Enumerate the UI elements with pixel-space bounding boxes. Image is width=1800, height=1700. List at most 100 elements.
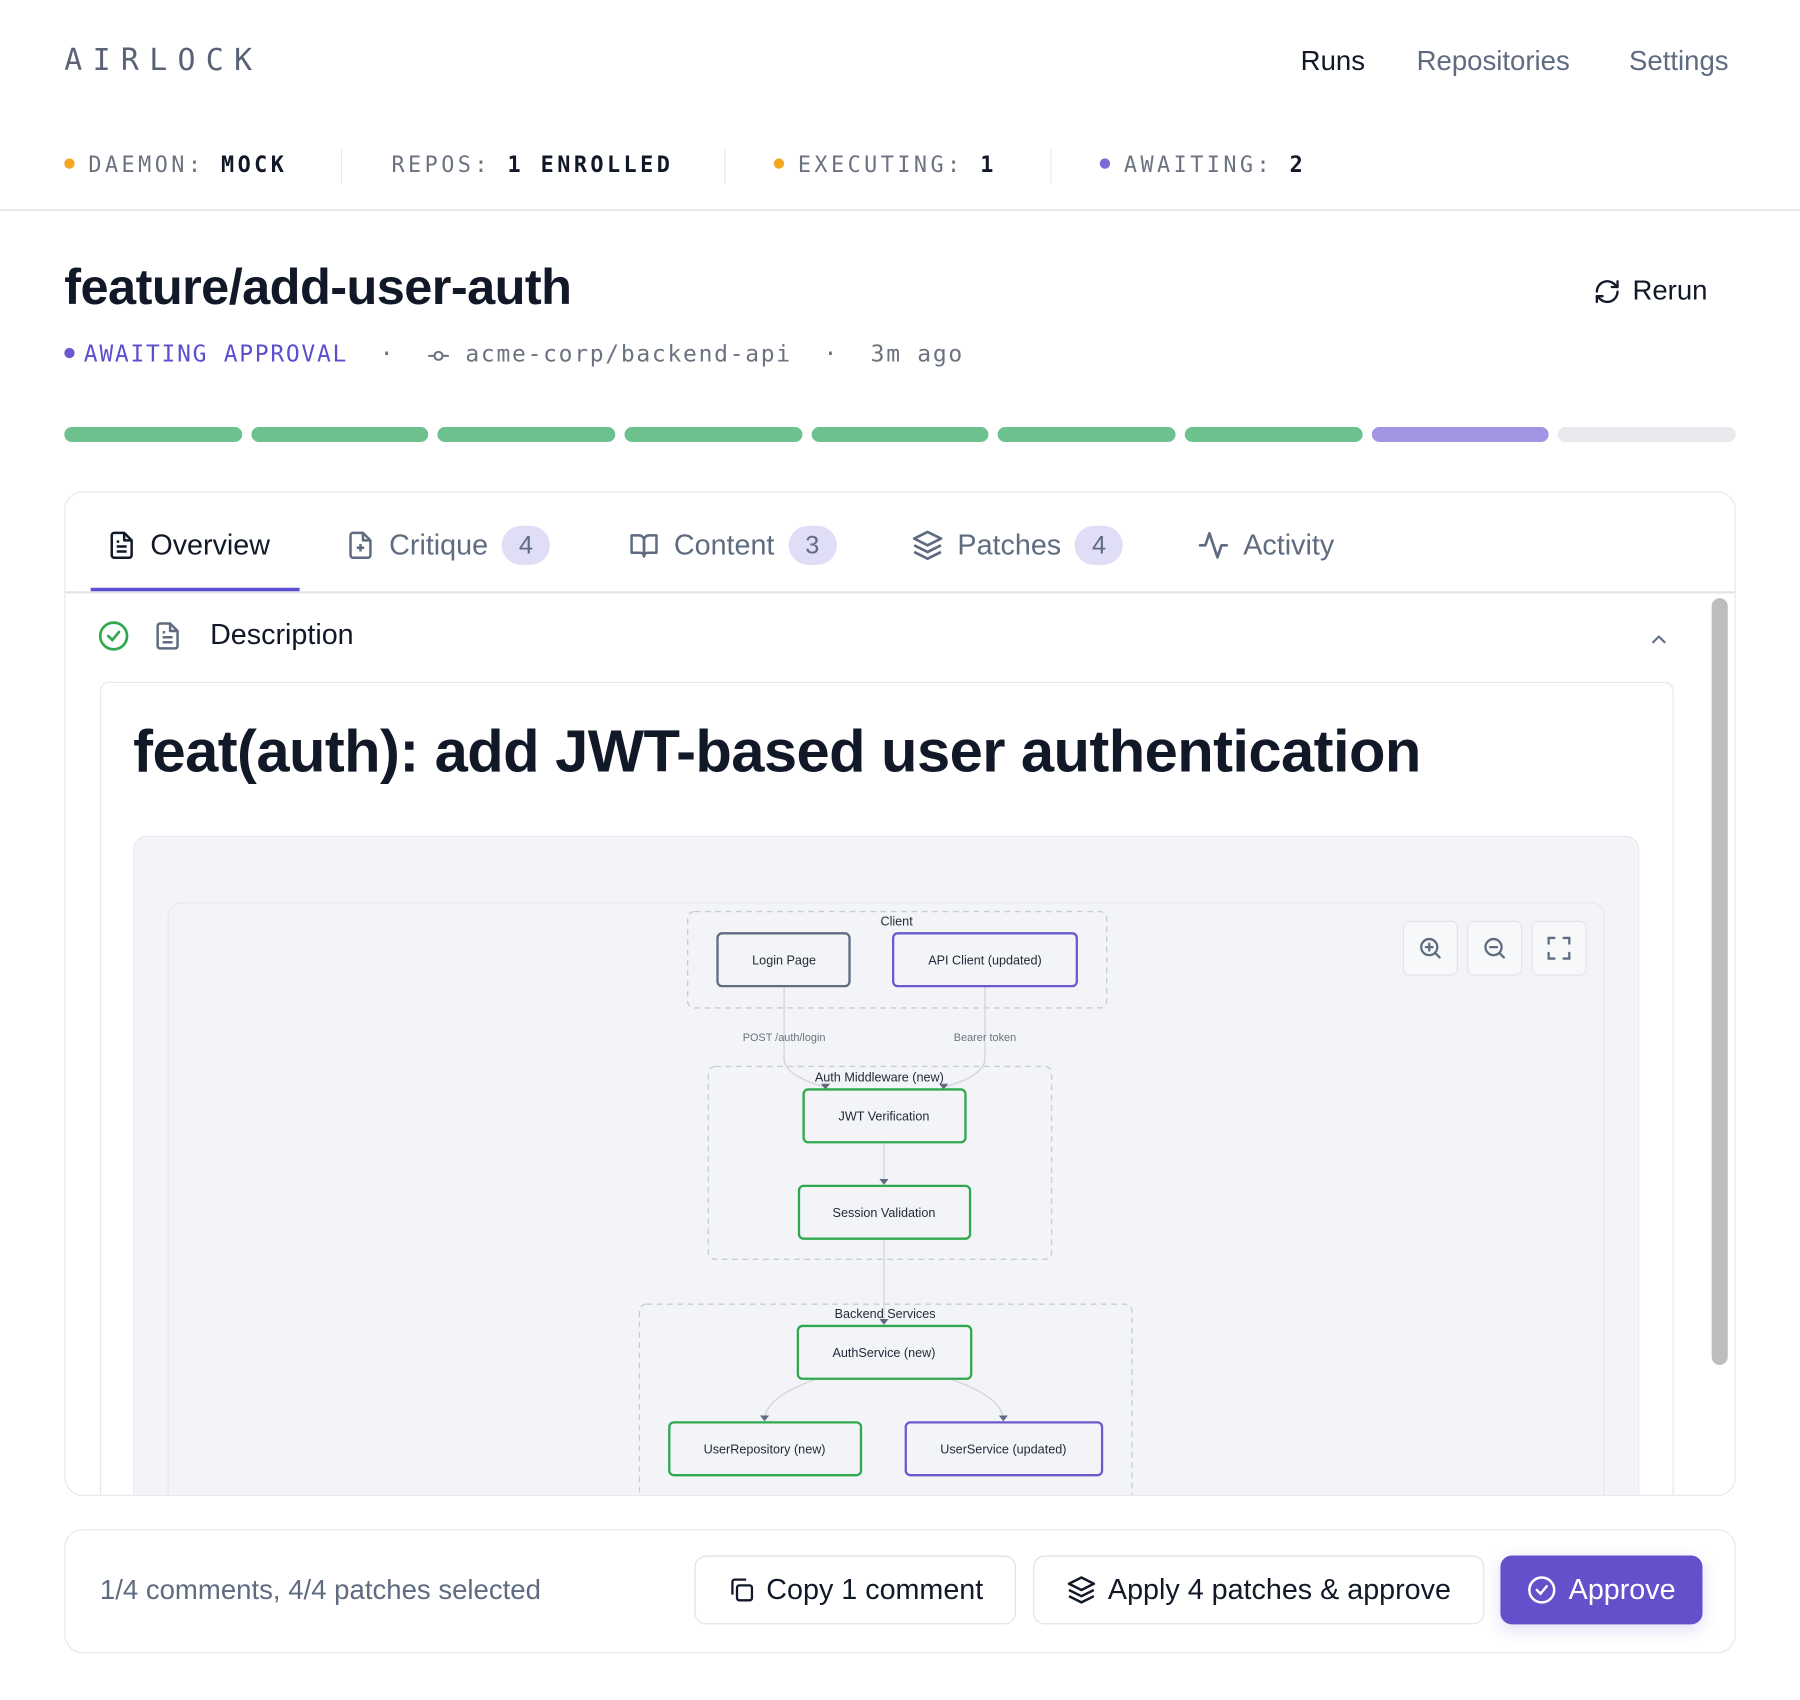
node-label: Login Page: [752, 953, 816, 967]
progress-step-done: [437, 427, 616, 442]
status-repos: REPOS: 1 ENROLLED: [391, 153, 673, 178]
rerun-label: Rerun: [1632, 275, 1708, 307]
status-value: 1: [980, 152, 997, 178]
zoom-in-button[interactable]: [1402, 920, 1458, 976]
active-tab-indicator: [90, 587, 300, 592]
copy-icon: [730, 1578, 753, 1602]
status-value: MOCK: [221, 152, 288, 178]
fullscreen-button[interactable]: [1531, 920, 1587, 976]
status-value: 1 ENROLLED: [507, 152, 674, 178]
edge-login-jwt: [783, 986, 826, 1088]
tab-label: Activity: [1243, 528, 1335, 561]
node-label: JWT Verification: [839, 1109, 930, 1123]
node-authservice[interactable]: [796, 1324, 973, 1380]
refresh-icon: [1595, 280, 1619, 304]
nav-repositories[interactable]: Repositories: [1416, 45, 1570, 77]
status-label: AWAITING:: [1123, 152, 1274, 178]
run-title: feature/add-user-auth: [64, 259, 572, 316]
status-dot: [1099, 158, 1111, 169]
approval-bar: 1/4 comments, 4/4 patches selected Copy …: [64, 1529, 1736, 1654]
group-label: Auth Middleware (new): [815, 1070, 944, 1084]
arrowheads: [759, 1083, 1008, 1422]
tab-content[interactable]: Content 3: [628, 525, 837, 565]
tab-label: Critique: [389, 528, 489, 561]
edge-label: Bearer token: [954, 1032, 1016, 1044]
commit-icon: [428, 350, 449, 361]
button-label: Approve: [1568, 1573, 1676, 1606]
progress-step-done: [811, 427, 989, 442]
selection-summary: 1/4 comments, 4/4 patches selected: [99, 1575, 541, 1607]
progress-step-done: [251, 427, 429, 442]
nav-runs[interactable]: Runs: [1300, 45, 1366, 77]
description-section-header[interactable]: Description: [98, 619, 354, 652]
tab-label: Patches: [957, 528, 1062, 561]
status-dot: [64, 158, 75, 169]
architecture-diagram: Client Auth Middleware (new) Backend Ser…: [133, 835, 1640, 1495]
group-label: Backend Services: [835, 1307, 936, 1321]
status-label: REPOS:: [391, 152, 491, 178]
diagram-canvas[interactable]: [167, 902, 1605, 1495]
node-label: UserService (updated): [940, 1442, 1066, 1456]
count-badge: 3: [788, 525, 837, 565]
group-client: [686, 910, 1108, 1009]
status-awaiting: AWAITING: 2: [1099, 152, 1307, 178]
diagram-graph: Client Auth Middleware (new) Backend Ser…: [638, 910, 1133, 1495]
layers-icon: [1067, 1576, 1096, 1604]
node-session-validation[interactable]: [797, 1184, 972, 1240]
tab-divider: [65, 591, 1735, 594]
node-label: API Client (updated): [928, 953, 1042, 967]
divider: [1050, 149, 1052, 184]
count-badge: 4: [1074, 525, 1124, 565]
separator: ·: [379, 339, 396, 368]
run-detail-card: Overview Critique 4 Content 3 Patches 4 …: [64, 491, 1736, 1496]
progress-step-pending: [1558, 427, 1736, 442]
section-label: Description: [210, 618, 354, 651]
tab-overview[interactable]: Overview: [107, 526, 270, 565]
tab-patches[interactable]: Patches 4: [912, 525, 1124, 565]
repo-link[interactable]: acme-corp/backend-api: [465, 339, 792, 368]
layers-icon: [912, 530, 943, 561]
fullscreen-icon: [1547, 936, 1571, 960]
file-plus-icon: [349, 531, 372, 559]
apply-patches-approve-button[interactable]: Apply 4 patches & approve: [1033, 1555, 1485, 1625]
file-text-icon: [110, 531, 133, 559]
divider: [340, 149, 343, 184]
state-dot: [64, 347, 75, 359]
progress-step-current: [1371, 427, 1550, 442]
separator: ·: [823, 339, 840, 368]
progress-step-done: [64, 427, 242, 442]
progress-step-done: [624, 427, 803, 442]
edge-api-jwt: [943, 986, 986, 1088]
run-meta: AWAITING APPROVAL · acme-corp/backend-ap…: [64, 339, 964, 368]
copy-comment-button[interactable]: Copy 1 comment: [694, 1555, 1016, 1625]
book-open-icon: [630, 534, 658, 558]
chevron-up-icon[interactable]: [1647, 628, 1670, 651]
progress-step-done: [997, 427, 1176, 442]
button-label: Apply 4 patches & approve: [1107, 1573, 1451, 1606]
zoom-out-button[interactable]: [1467, 920, 1523, 976]
node-label: UserRepository (new): [704, 1442, 826, 1456]
file-text-icon: [156, 621, 179, 650]
node-userrepository[interactable]: [668, 1421, 863, 1477]
header-divider: [0, 208, 1800, 212]
node-jwt-verification[interactable]: [802, 1088, 967, 1144]
zoom-out-icon: [1484, 937, 1506, 959]
approve-button[interactable]: Approve: [1500, 1555, 1703, 1625]
node-userservice[interactable]: [904, 1421, 1104, 1477]
check-circle-icon: [98, 620, 129, 651]
status-executing: EXECUTING: 1: [773, 152, 997, 178]
state-badge: AWAITING APPROVAL: [83, 339, 349, 368]
tab-critique[interactable]: Critique 4: [346, 525, 551, 565]
group-backend: [638, 1303, 1133, 1495]
nav-settings[interactable]: Settings: [1629, 45, 1729, 77]
tab-activity[interactable]: Activity: [1197, 526, 1334, 565]
rerun-button[interactable]: Rerun: [1593, 275, 1708, 308]
status-value: 2: [1289, 152, 1307, 178]
scrollbar[interactable]: [1711, 598, 1728, 1365]
description-content: feat(auth): add JWT-based user authentic…: [99, 681, 1674, 1495]
tab-label: Content: [673, 528, 775, 561]
node-login-page[interactable]: [716, 932, 851, 988]
node-api-client[interactable]: [891, 932, 1078, 988]
progress-step-done: [1184, 427, 1363, 442]
status-dot: [773, 158, 785, 169]
